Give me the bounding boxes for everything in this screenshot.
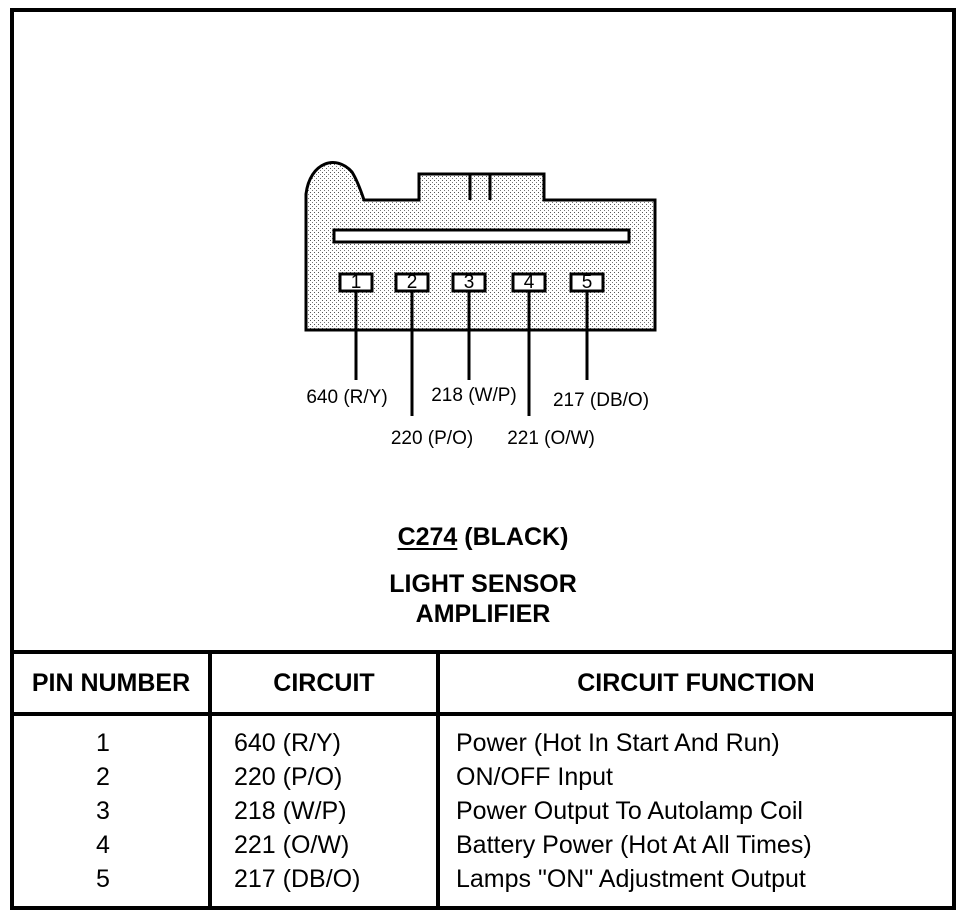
function-cell: Lamps "ON" Adjustment Output bbox=[456, 865, 806, 893]
circuit-column: CIRCUIT 640 (R/Y) 220 (P/O) 218 (W/P) 22… bbox=[212, 654, 440, 906]
circuit-cell: 217 (DB/O) bbox=[234, 865, 361, 893]
function-cell: Power (Hot In Start And Run) bbox=[456, 729, 780, 757]
circuit-cell: 640 (R/Y) bbox=[234, 729, 341, 757]
connector-body bbox=[304, 161, 657, 332]
connector-color: (BLACK) bbox=[464, 523, 569, 551]
pinout-table: PIN NUMBER 1 2 3 4 5 CIRCUIT 640 (R/Y) 2… bbox=[14, 650, 952, 906]
circuit-function-column: CIRCUIT FUNCTION Power (Hot In Start And… bbox=[440, 654, 952, 906]
wire-label: 217 (DB/O) bbox=[553, 390, 649, 411]
circuit-header: CIRCUIT bbox=[212, 654, 436, 716]
pin-cell: 1 bbox=[96, 729, 110, 757]
pin-number-label: 4 bbox=[524, 272, 535, 293]
pin-cavity: 4 bbox=[511, 272, 547, 293]
pin-cavity: 3 bbox=[451, 272, 487, 293]
pin-cell: 4 bbox=[96, 831, 110, 859]
figure-frame: 1 2 3 4 5 640 (R/Y) 220 (P/O) 218 (W/P) … bbox=[10, 8, 956, 910]
pin-cell: 2 bbox=[96, 763, 110, 791]
circuit-cell: 218 (W/P) bbox=[234, 797, 347, 825]
connector-id: C274 (BLACK) bbox=[14, 522, 952, 552]
pin-number-header: PIN NUMBER bbox=[14, 654, 208, 716]
pin-cavity: 5 bbox=[569, 272, 605, 293]
function-cell: Battery Power (Hot At All Times) bbox=[456, 831, 812, 859]
component-name-line2: AMPLIFIER bbox=[415, 600, 551, 628]
circuit-cell: 221 (O/W) bbox=[234, 831, 350, 859]
pin-number-label: 2 bbox=[407, 272, 418, 293]
component-name-line1: LIGHT SENSOR bbox=[389, 570, 577, 598]
wire-label: 218 (W/P) bbox=[431, 385, 517, 406]
wire-label: 221 (O/W) bbox=[507, 428, 595, 449]
connector-slot bbox=[332, 228, 631, 244]
pin-number-label: 5 bbox=[582, 272, 593, 293]
pin-cell: 3 bbox=[96, 797, 110, 825]
pin-cavity: 2 bbox=[394, 272, 430, 293]
wire-label: 220 (P/O) bbox=[391, 428, 473, 449]
circuit-function-header: CIRCUIT FUNCTION bbox=[440, 654, 952, 716]
pin-cavity: 1 bbox=[338, 272, 374, 293]
connector-diagram: 1 2 3 4 5 640 (R/Y) 220 (P/O) 218 (W/P) … bbox=[304, 161, 657, 449]
pin-number-column: PIN NUMBER 1 2 3 4 5 bbox=[14, 654, 212, 906]
function-cell: Power Output To Autolamp Coil bbox=[456, 797, 803, 825]
wire-label: 640 (R/Y) bbox=[306, 387, 387, 408]
connector-code: C274 bbox=[397, 523, 458, 551]
pin-cell: 5 bbox=[96, 865, 110, 893]
pin-number-label: 1 bbox=[351, 272, 362, 293]
function-cell: ON/OFF Input bbox=[456, 763, 613, 791]
pin-number-label: 3 bbox=[464, 272, 475, 293]
circuit-cell: 220 (P/O) bbox=[234, 763, 343, 791]
